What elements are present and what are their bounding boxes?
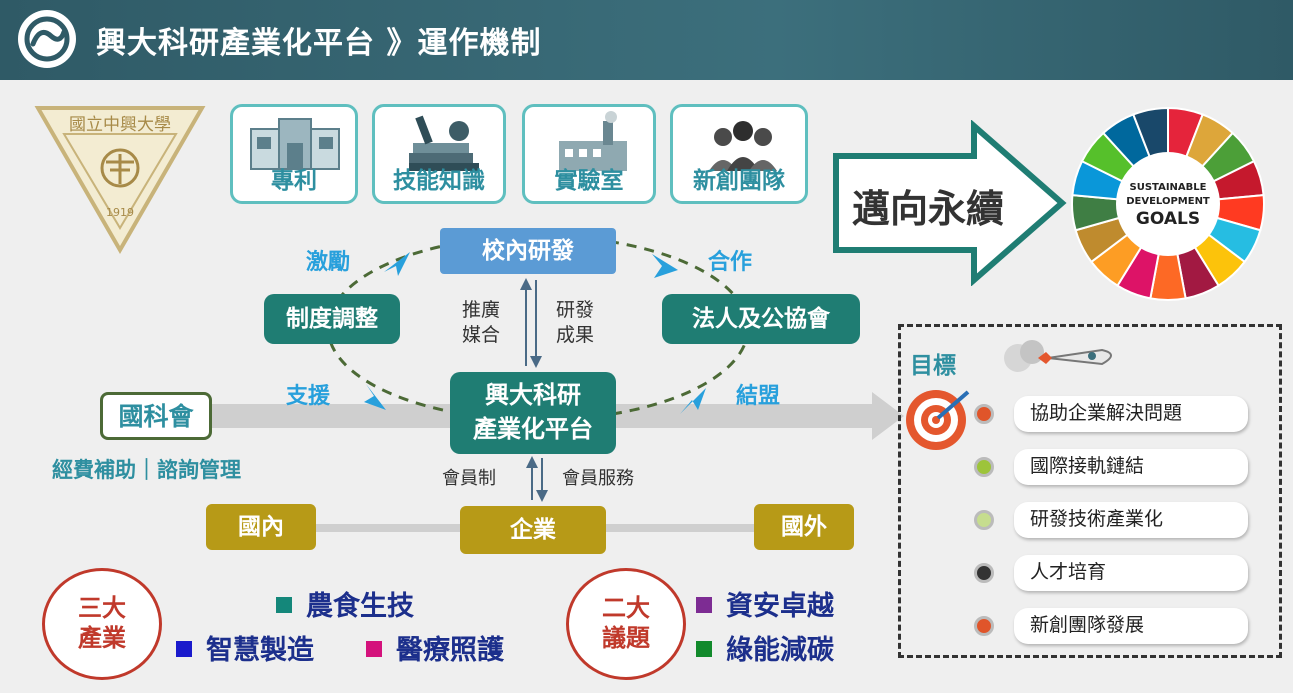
goal-item: 新創團隊發展 [1014, 608, 1248, 644]
domestic-box: 國內 [206, 504, 316, 550]
resource-lab: 實驗室 [522, 104, 656, 204]
updown-arrow-icon [526, 456, 548, 502]
goal-item: 研發技術產業化 [1014, 502, 1248, 538]
resource-label: 實驗室 [554, 168, 624, 194]
alliance-label: 結盟 [736, 384, 781, 409]
square-icon [696, 597, 712, 613]
building-icon [250, 118, 340, 170]
resource-skills: 技能知識 [372, 104, 506, 204]
results-label: 研發 成果 [556, 299, 595, 346]
team-icon [709, 121, 777, 171]
member-service-label: 會員服務 [562, 468, 634, 489]
goal-bullet-icon [974, 404, 994, 424]
cooperate-label: 合作 [708, 250, 753, 275]
goal-item: 人才培育 [1014, 555, 1248, 591]
sdg-line3: GOALS [1136, 209, 1200, 229]
sdg-wheel: SUSTAINABLE DEVELOPMENT GOALS [1070, 106, 1266, 302]
promote-label: 推廣 媒合 [462, 299, 501, 346]
resource-label: 技能知識 [393, 168, 485, 194]
factory-icon [559, 111, 627, 171]
goal-item: 國際接軌鏈結 [1014, 449, 1248, 485]
square-icon [276, 597, 292, 613]
juristic-box: 法人及公協會 [662, 294, 860, 344]
enterprise-box: 企業 [460, 506, 606, 554]
rd-box: 校內研發 [440, 228, 616, 274]
membership-label: 會員制 [442, 468, 496, 489]
industry-medical: 醫療照護 [366, 628, 504, 667]
square-icon [176, 641, 192, 657]
platform-box: 興大科研 產業化平台 [450, 372, 616, 454]
header-bar [0, 0, 1293, 80]
target-icon [906, 390, 970, 450]
resource-startup: 新創團隊 [670, 104, 808, 204]
sdg-wheel-icon: SUSTAINABLE DEVELOPMENT GOALS [1071, 106, 1265, 301]
university-seal: 國立中興大學 1919 [34, 104, 206, 254]
page-title: 興大科研產業化平台 》運作機制 [96, 26, 542, 61]
goals-panel [898, 324, 1282, 658]
issue-security: 資安卓越 [696, 584, 834, 623]
nstc-sub: 經費補助｜諮詢管理 [52, 458, 241, 482]
chevron-icon [384, 252, 410, 276]
resource-label: 專利 [271, 168, 317, 194]
resource-label: 新創團隊 [693, 168, 785, 194]
goal-bullet-icon [974, 616, 994, 636]
resource-patent: 專利 [230, 104, 358, 204]
industry-manufacturing: 智慧製造 [176, 628, 314, 667]
seal-top-text: 國立中興大學 [69, 115, 171, 135]
sustain-label: 邁向永續 [852, 187, 1005, 231]
square-icon [696, 641, 712, 657]
nstc-box: 國科會 [100, 392, 212, 440]
chevron-icon [364, 384, 386, 410]
sdg-line2: DEVELOPMENT [1126, 196, 1210, 207]
support-label: 支援 [286, 384, 331, 409]
goal-item: 協助企業解決問題 [1014, 396, 1248, 432]
seal-year: 1919 [106, 206, 134, 219]
chevron-icon [652, 254, 678, 278]
goal-bullet-icon [974, 510, 994, 530]
square-icon [366, 641, 382, 657]
chevron-icon [680, 388, 706, 414]
sustain-arrow-icon [833, 120, 1067, 286]
goals-title: 目標 [910, 353, 956, 379]
platform-logo [18, 10, 76, 68]
foreign-box: 國外 [754, 504, 854, 550]
goal-bullet-icon [974, 457, 994, 477]
rocket-icon [1004, 340, 1112, 372]
industries-circle: 三大 產業 [42, 568, 162, 680]
industry-agri: 農食生技 [276, 584, 414, 623]
issues-circle: 二大 議題 [566, 568, 686, 680]
issue-green: 綠能減碳 [696, 628, 834, 667]
sdg-line1: SUSTAINABLE [1130, 182, 1207, 193]
encourage-label: 激勵 [306, 250, 351, 275]
books-icon [409, 115, 479, 171]
policy-box: 制度調整 [264, 294, 400, 344]
updown-arrow-icon [520, 278, 542, 368]
goal-bullet-icon [974, 563, 994, 583]
